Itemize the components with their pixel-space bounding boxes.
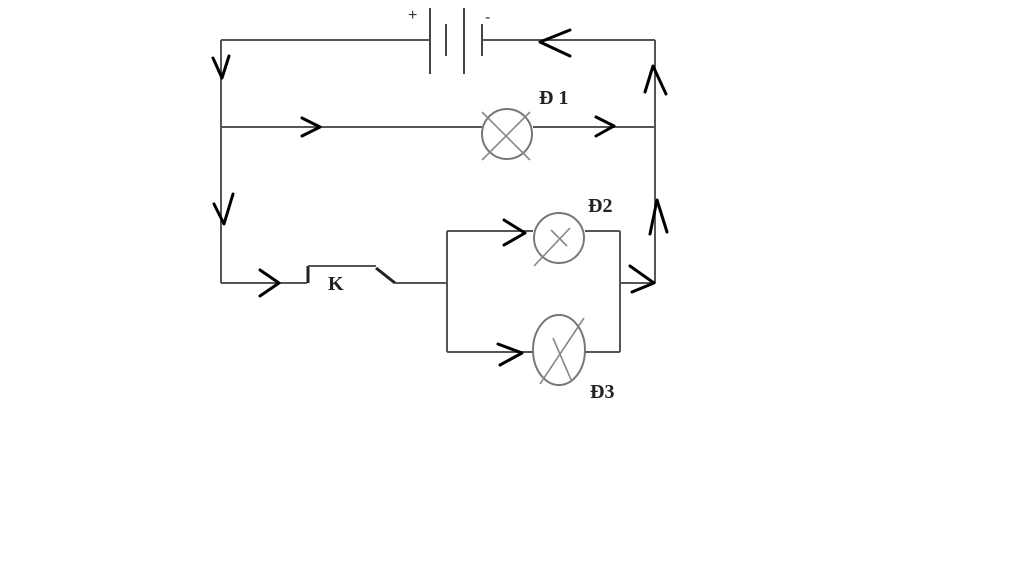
arrow-left-top-down bbox=[211, 54, 231, 80]
lamp-d2-cross-a bbox=[550, 229, 568, 247]
arrow-right-top-up bbox=[643, 64, 668, 96]
arrow-d1-right-right bbox=[594, 115, 616, 138]
arrow-right-mid-up bbox=[648, 198, 669, 236]
arrow-bottom-left-right bbox=[258, 268, 281, 298]
lamp-d3 bbox=[532, 314, 586, 386]
battery bbox=[429, 8, 483, 74]
arrow-d3-right bbox=[496, 342, 524, 367]
lamp-d3-cross-a bbox=[552, 337, 573, 383]
lamp-d1-label: Đ 1 bbox=[539, 87, 569, 109]
battery-plus-sign: + bbox=[408, 7, 418, 24]
lamp-d1-cross-b bbox=[481, 111, 531, 161]
arrow-left-mid-down bbox=[212, 192, 235, 226]
lamp-d2 bbox=[533, 212, 585, 267]
switch-k-label: K bbox=[328, 273, 344, 295]
arrow-parallel-out-right bbox=[628, 264, 656, 294]
lamp-d3-label: Đ3 bbox=[590, 381, 615, 403]
battery-minus-sign: - bbox=[485, 9, 491, 26]
lamp-d2-cross-b bbox=[533, 227, 571, 267]
arrow-d1-left-right bbox=[300, 116, 322, 138]
switch-k[interactable] bbox=[306, 265, 396, 285]
arrow-top-left-pointing bbox=[538, 28, 572, 58]
lamp-d1 bbox=[481, 108, 533, 161]
arrow-d2-right bbox=[502, 218, 527, 247]
lamp-d3-cross-b bbox=[539, 317, 585, 385]
lamp-d2-label: Đ2 bbox=[588, 195, 613, 217]
switch-contact-right bbox=[375, 266, 396, 285]
